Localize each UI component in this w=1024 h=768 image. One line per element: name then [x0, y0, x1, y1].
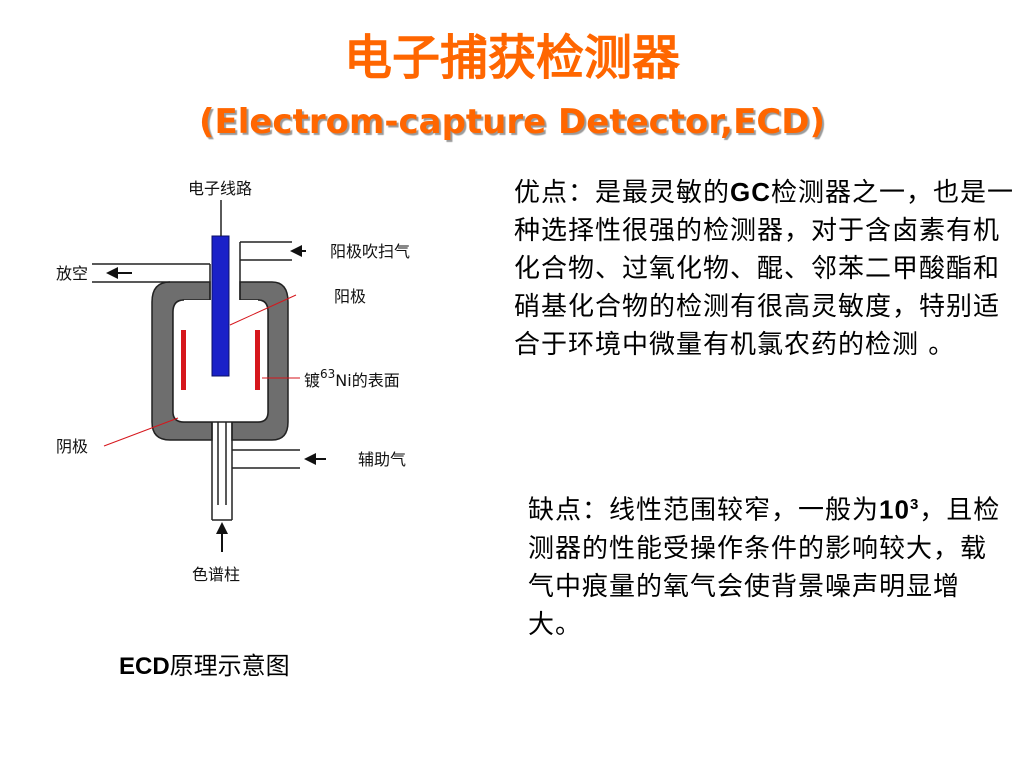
page-title: 电子捕获检测器	[343, 30, 680, 86]
makeup-duct	[232, 449, 300, 469]
label-anode-purge: 阳极吹扫气	[330, 242, 410, 261]
disadvantages-text: 缺点：线性范围较窄，一般为103，且检测器的性能受操作条件的影响较大，载气中痕量…	[528, 494, 1001, 640]
foil-left	[181, 330, 186, 390]
label-cathode: 阴极	[56, 437, 88, 456]
label-makeup-gas: 辅助气	[358, 450, 406, 469]
page-subtitle: (Electrom-capture Detector,ECD)	[198, 102, 826, 142]
column-arrow	[216, 522, 228, 552]
anode-rod	[211, 235, 230, 377]
label-anode: 阳极	[334, 287, 366, 306]
advantages-text: 优点：是最灵敏的GC检测器之一，也是一种选择性很强的检测器，对于含卤素有机化合物…	[514, 177, 1015, 360]
makeup-arrow	[304, 453, 326, 465]
vent-duct	[92, 263, 211, 300]
label-plated-surface: 镀63Ni的表面	[304, 367, 400, 390]
vent-arrow	[106, 267, 132, 279]
label-electron-circuit: 电子线路	[188, 179, 252, 198]
ecd-diagram: 电子线路 放空 阳极吹扫气 阳极 镀63Ni的表面 阴极 辅助气 色谱柱	[56, 179, 410, 584]
purge-arrow	[290, 245, 306, 257]
purge-duct	[239, 241, 292, 300]
label-column: 色谱柱	[192, 565, 240, 584]
diagram-caption: ECD原理示意图	[119, 652, 290, 680]
label-vent: 放空	[56, 264, 88, 283]
column-tube	[211, 422, 233, 521]
foil-right	[255, 330, 260, 390]
